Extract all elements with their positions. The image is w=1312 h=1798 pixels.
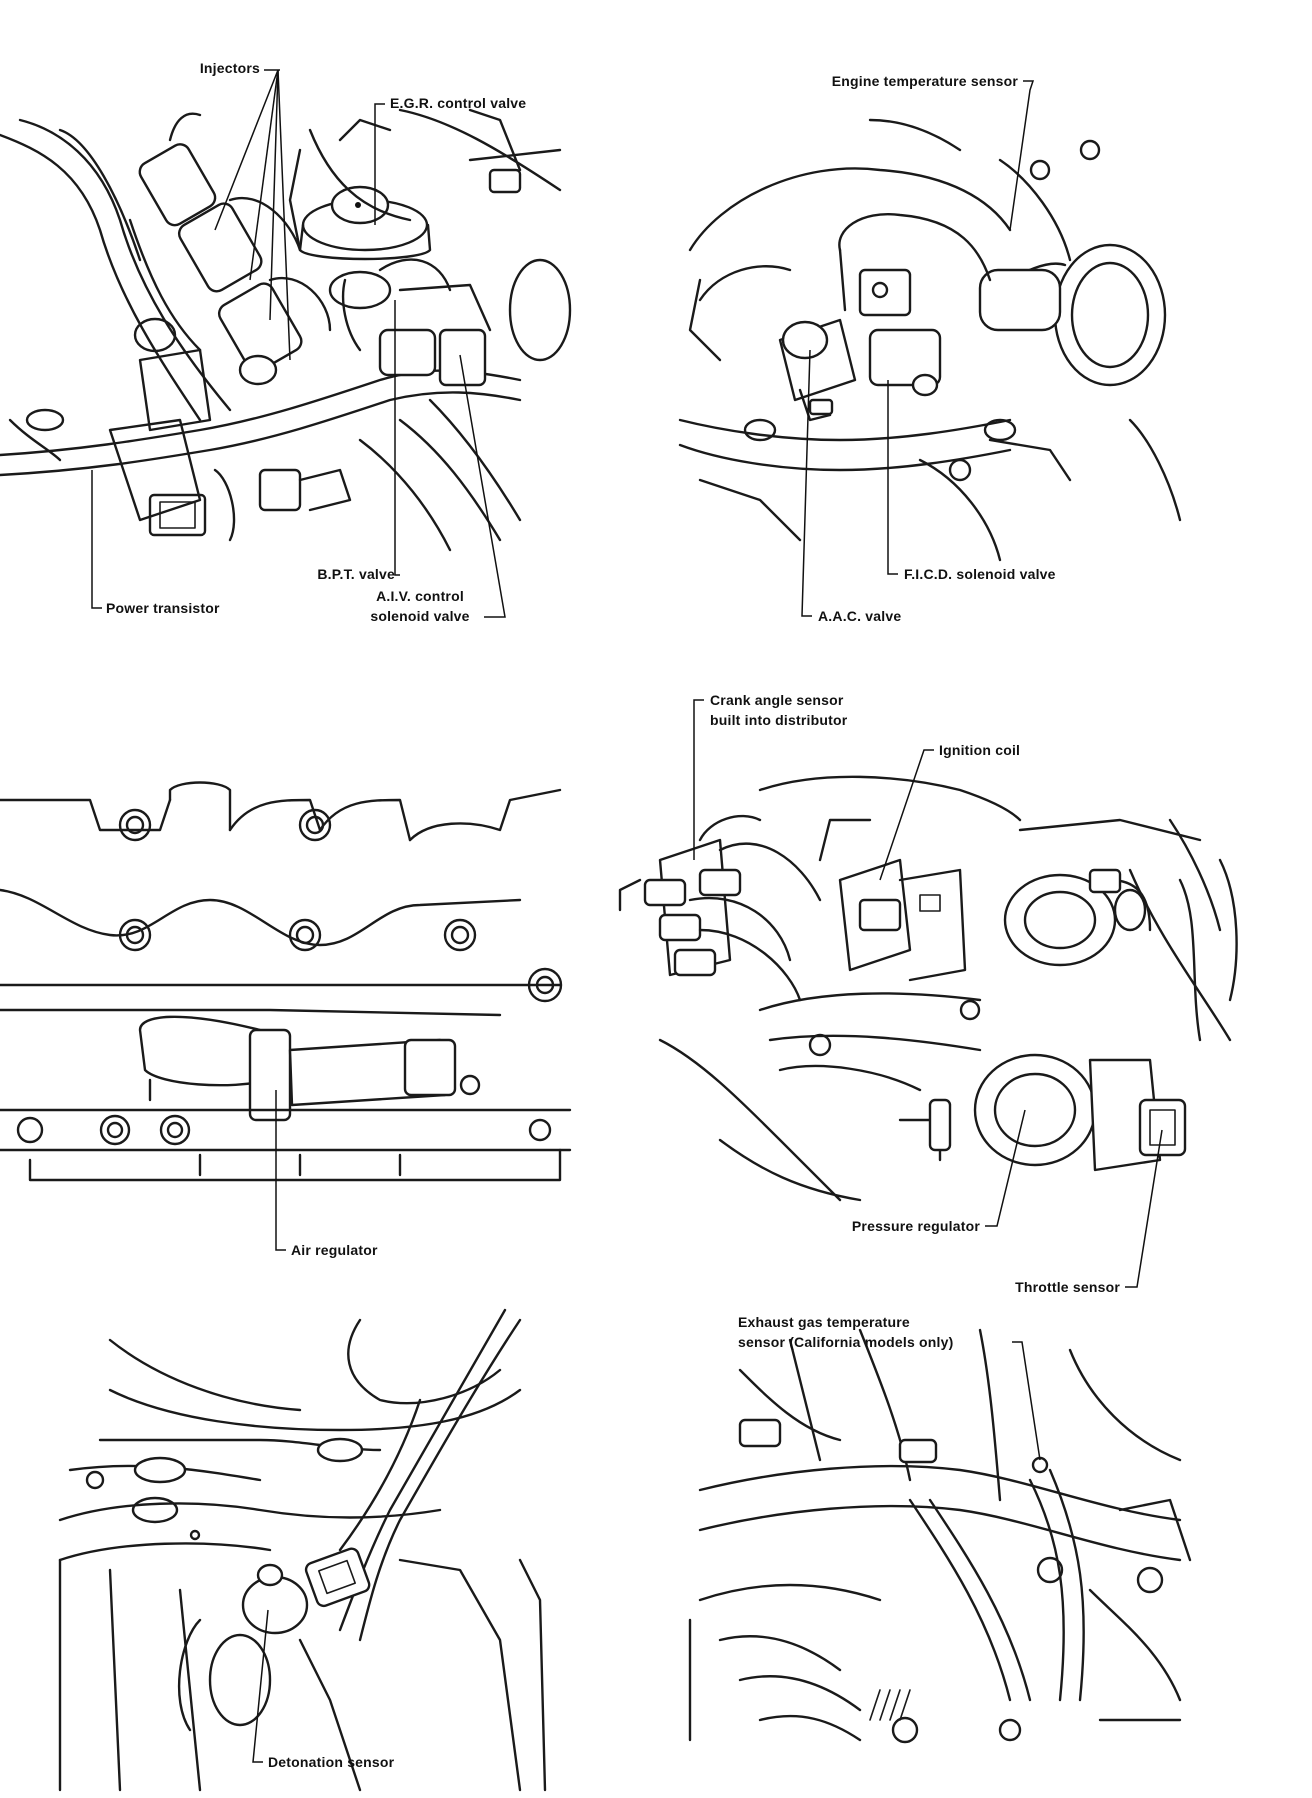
panel-injectors-egr-drawing xyxy=(0,108,572,552)
label-detonation-sensor: Detonation sensor xyxy=(268,1754,395,1770)
label-aac-valve: A.A.C. valve xyxy=(818,608,902,624)
label-engine-temperature-sensor: Engine temperature sensor xyxy=(831,73,1018,89)
label-power-transistor: Power transistor xyxy=(106,600,220,616)
label-exhaust-gas-temp-line2: sensor (California models only) xyxy=(738,1334,954,1350)
label-aiv-control-line1: A.I.V. control xyxy=(376,588,464,604)
label-aiv-control-line2: solenoid valve xyxy=(370,608,470,624)
label-pressure-regulator: Pressure regulator xyxy=(851,1218,980,1234)
label-leader-lines xyxy=(91,69,1163,1763)
panel-air-regulator-drawing xyxy=(0,781,572,1182)
panel-exhaust-gas-drawing xyxy=(688,1328,1192,1744)
panel-distributor-throttle-drawing xyxy=(618,775,1238,1202)
label-crank-angle-sensor-line2: built into distributor xyxy=(710,712,848,728)
label-air-regulator: Air regulator xyxy=(291,1242,378,1258)
label-exhaust-gas-temp-line1: Exhaust gas temperature xyxy=(738,1314,910,1330)
label-throttle-sensor: Throttle sensor xyxy=(1015,1279,1120,1295)
label-ficd-solenoid-valve: F.I.C.D. solenoid valve xyxy=(904,566,1056,582)
panel-engine-temp-aac-drawing xyxy=(678,118,1182,562)
label-ignition-coil: Ignition coil xyxy=(939,742,1021,758)
label-injectors: Injectors xyxy=(199,60,260,76)
label-crank-angle-sensor-line1: Crank angle sensor xyxy=(710,692,844,708)
label-bpt-valve: B.P.T. valve xyxy=(317,566,395,582)
panel-detonation-drawing xyxy=(58,1308,547,1792)
label-egr-control-valve: E.G.R. control valve xyxy=(390,95,527,111)
